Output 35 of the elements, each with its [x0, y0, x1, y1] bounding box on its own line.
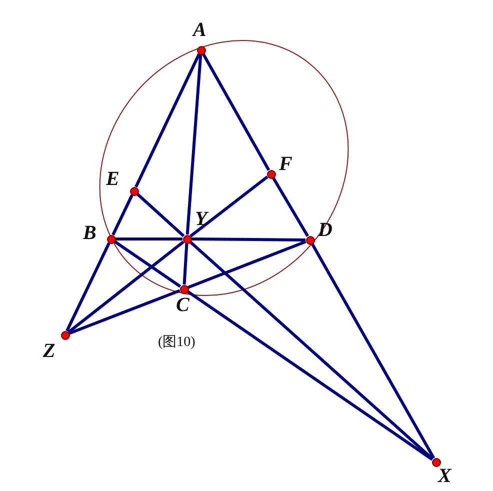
figure-caption: (图10) — [158, 334, 196, 351]
line-segment — [182, 243, 188, 285]
point-label: B — [83, 223, 96, 243]
point-label: Y — [195, 209, 208, 229]
line-segment — [190, 176, 268, 238]
point-marker — [106, 234, 116, 244]
line-segment — [186, 290, 434, 461]
line-segment — [189, 240, 434, 460]
line-segment — [66, 242, 110, 332]
point-label: C — [176, 295, 190, 315]
line-segment — [188, 240, 306, 289]
line-segment — [116, 238, 182, 240]
line-segment — [134, 53, 200, 188]
line-segment — [310, 243, 436, 459]
point-marker — [432, 458, 440, 466]
line-segment — [272, 177, 309, 237]
line-segment — [191, 238, 306, 242]
point-marker — [266, 170, 276, 178]
point-label: Z — [43, 341, 56, 361]
line-segment — [112, 194, 134, 236]
line-segment — [136, 192, 185, 238]
point-label: X — [438, 466, 452, 486]
point-label: F — [279, 154, 292, 174]
line-segment — [202, 53, 270, 171]
point-marker — [180, 284, 188, 294]
point-marker — [196, 46, 206, 54]
point-marker — [60, 330, 70, 340]
point-label: A — [193, 20, 206, 40]
line-segment — [68, 289, 180, 335]
line-segment — [186, 54, 202, 235]
point-label: E — [106, 169, 120, 189]
line-segment — [68, 240, 184, 334]
point-marker — [306, 236, 314, 244]
line-segment — [114, 240, 182, 288]
point-marker — [130, 186, 138, 196]
